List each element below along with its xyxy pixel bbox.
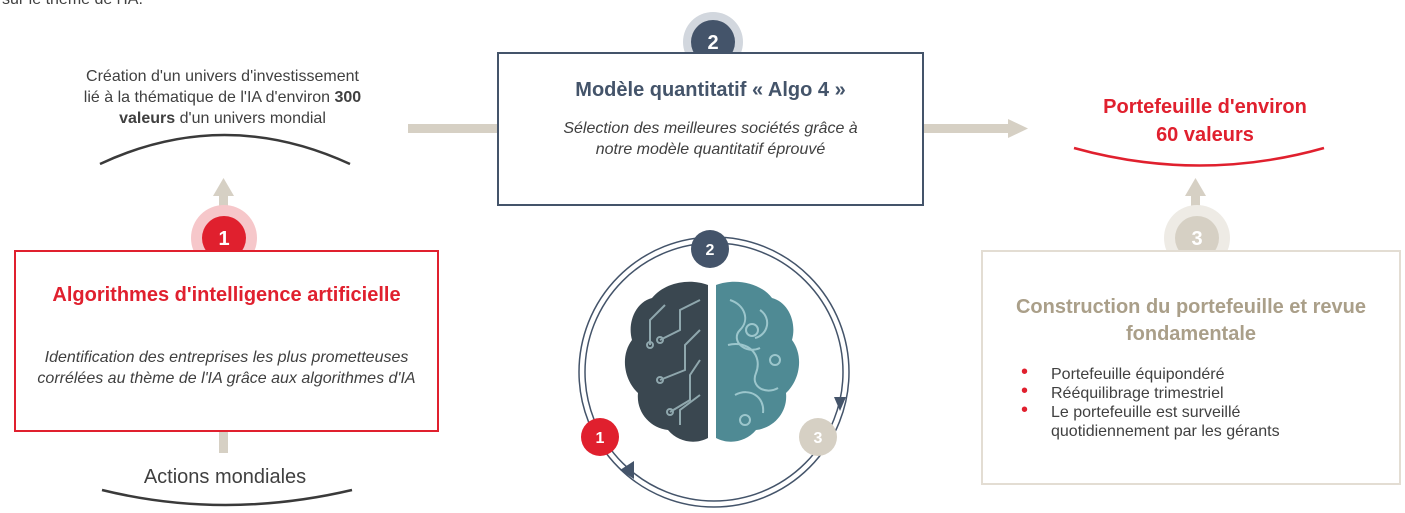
step2-desc-line1: Sélection des meilleures sociétés grâce … (563, 120, 858, 137)
univers-line1: Création d'un univers d'investissement (86, 68, 359, 85)
step1-box: Algorithmes d'intelligence artificielle … (14, 250, 439, 432)
step3-bullet-list: Portefeuille équipondéré Rééquilibrage t… (1021, 363, 1351, 441)
cycle-arrowhead-left (620, 461, 634, 479)
arrow-univers-to-model (408, 124, 500, 133)
cycle-ring (578, 236, 850, 508)
step3-badge-number: 3 (1191, 228, 1202, 250)
univers-arc (99, 133, 351, 166)
step1-title: Algorithmes d'intelligence artificielle (52, 284, 401, 306)
cycle-badge-2-number: 2 (706, 242, 715, 259)
step2-box: Modèle quantitatif « Algo 4 » Sélection … (497, 52, 924, 206)
step3-bullet: Rééquilibrage trimestriel (1021, 382, 1351, 403)
univers-count: 300 (334, 89, 362, 106)
cycle-badge-3 (799, 418, 837, 456)
cycle-badge-1 (581, 418, 619, 456)
global-equities-label: Actions mondiales (143, 466, 307, 488)
step1-badge-number: 1 (218, 228, 229, 250)
univers-line3: d'un univers mondial (179, 110, 326, 127)
portfolio-line1: Portefeuille d'environ (1103, 96, 1307, 118)
arrowhead-step3-up (1185, 178, 1206, 196)
arrowhead-step1-up (213, 178, 234, 196)
univers-valeurs: valeurs (119, 110, 176, 127)
step3-bullet: Portefeuille équipondéré (1021, 363, 1351, 384)
investment-universe-text: Création d'un univers d'investissement l… (30, 66, 415, 129)
step3-box: Construction du portefeuille et revue fo… (981, 250, 1401, 485)
cycle-badge-2 (691, 230, 729, 268)
step2-description: Sélection des meilleures sociétés grâce … (509, 118, 912, 160)
step3-badge (1175, 216, 1219, 260)
cycle-badge-1-number: 1 (596, 430, 605, 447)
step1-description: Identification des entreprises les plus … (37, 349, 416, 387)
brain-left-hemisphere (624, 281, 708, 442)
cycle-arrowhead-right (834, 397, 846, 411)
cycle-badge-3-number: 3 (814, 430, 823, 447)
step2-desc-line2: notre modèle quantitatif éprouvé (595, 141, 826, 158)
actions-arc (101, 488, 353, 507)
portfolio-result: Portefeuille d'environ 60 valeurs (1070, 93, 1340, 149)
step1-badge (202, 216, 246, 260)
step2-title: Modèle quantitatif « Algo 4 » (575, 79, 846, 101)
top-cut-text: sur le thème de l'IA. (2, 0, 143, 9)
portfolio-arc (1073, 146, 1325, 167)
line-actions-to-step1 (219, 431, 228, 453)
portfolio-line2: 60 valeurs (1156, 124, 1254, 146)
step2-badge-number: 2 (707, 32, 718, 54)
step3-title: Construction du portefeuille et revue fo… (1015, 296, 1367, 345)
arrowhead-to-portfolio (1008, 119, 1028, 138)
brain-illustration (624, 281, 800, 442)
univers-line2: lié à la thématique de l'IA d'environ (83, 89, 331, 106)
step3-bullet: Le portefeuille est surveillé quotidienn… (1021, 401, 1351, 441)
arrow-model-to-portfolio (924, 124, 1008, 133)
